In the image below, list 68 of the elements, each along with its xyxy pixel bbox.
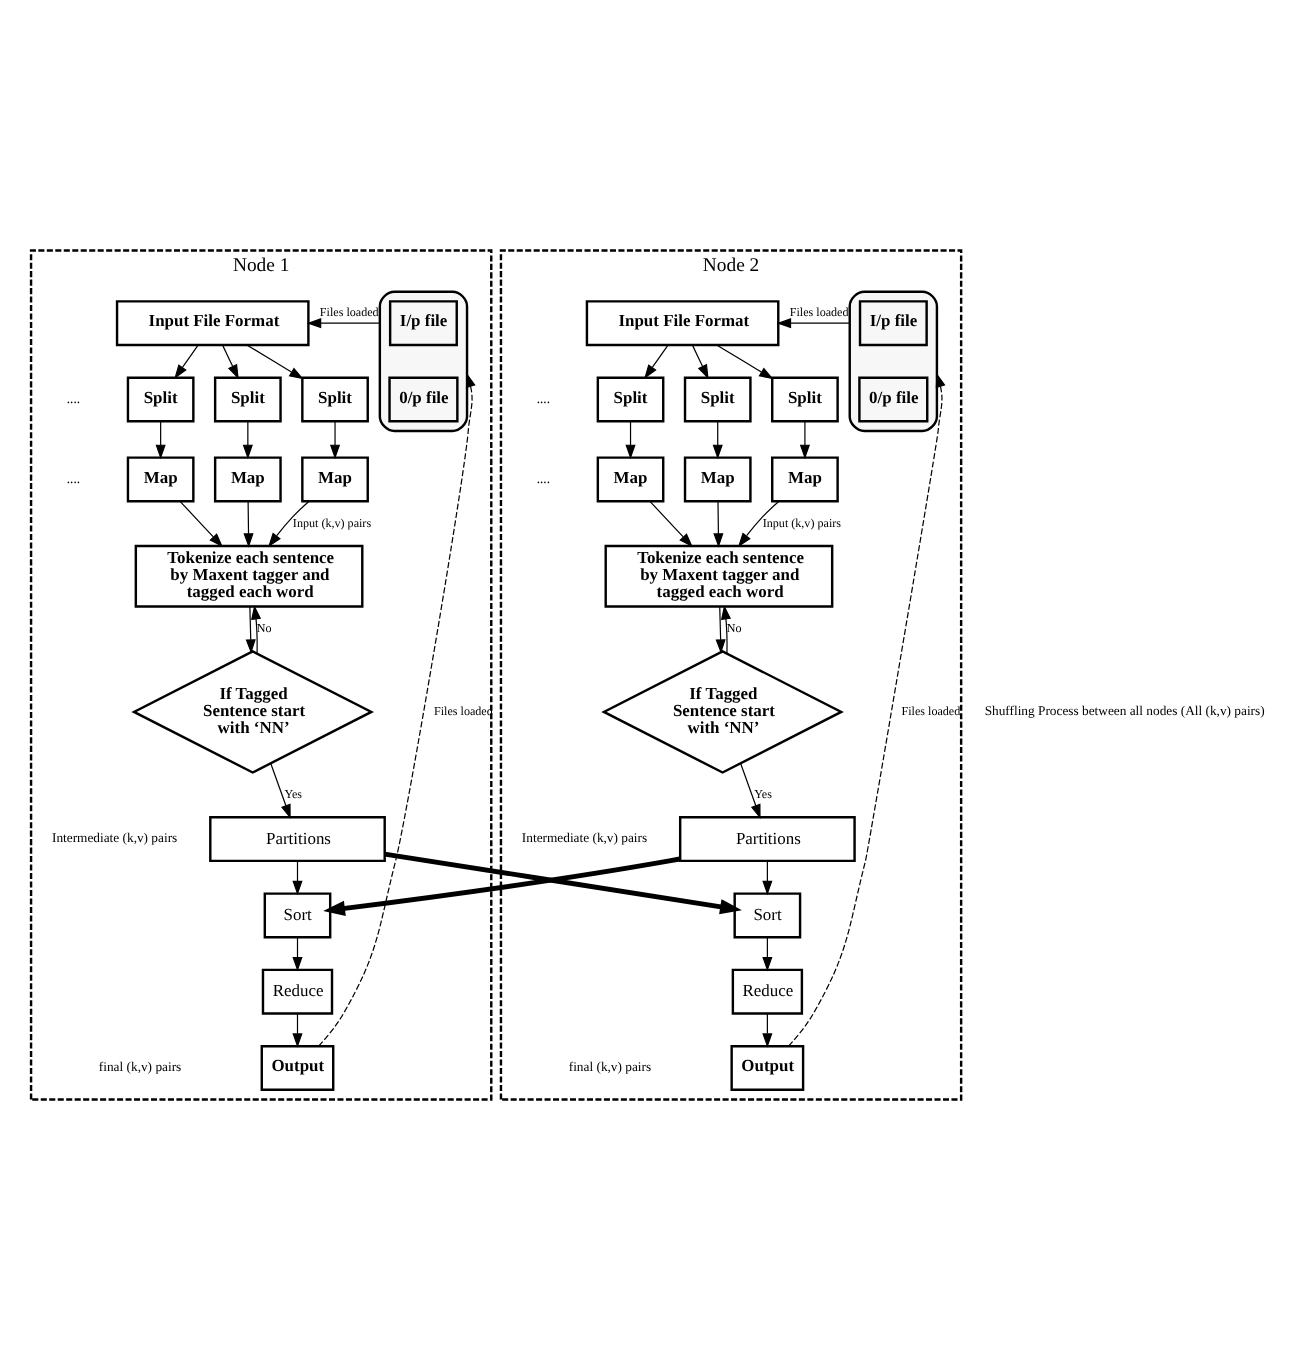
node-box: Reduce — [731, 968, 804, 1015]
arrow — [740, 762, 761, 819]
arrow — [292, 860, 303, 896]
arrow — [270, 762, 291, 819]
node-box: Map — [301, 456, 369, 503]
arrow — [762, 1013, 773, 1048]
arrow — [179, 501, 224, 548]
node-box: Split — [301, 376, 369, 423]
node-box: Tokenize each sentence by Maxent tagger and tagged each word — [134, 544, 364, 608]
arrow — [155, 420, 166, 460]
arrow — [292, 936, 303, 972]
node-box: I/p file — [388, 300, 458, 347]
node-box: Sort — [263, 892, 332, 939]
arrow — [720, 605, 731, 655]
arrow — [329, 420, 341, 460]
node-box: Map — [213, 456, 282, 503]
node-box: Split — [596, 376, 665, 423]
node-box: Map — [596, 456, 665, 503]
node-box: 0/p file — [858, 376, 929, 423]
node-box: Tokenize each sentence by Maxent tagger and tagged each word — [604, 544, 834, 608]
node-box: 0/p file — [388, 376, 459, 423]
node-box: Input File Format — [115, 300, 310, 347]
arrow — [243, 501, 254, 548]
node-box: Partitions — [209, 816, 386, 863]
node-diamond: If Tagged Sentence start with ‘NN’ — [601, 650, 844, 774]
arrow — [245, 606, 256, 654]
arrow — [644, 344, 669, 379]
arrow — [762, 860, 773, 896]
arrow — [799, 420, 810, 460]
arrow — [306, 318, 381, 329]
arrow — [691, 344, 709, 380]
node-box: Reduce — [261, 968, 334, 1015]
node-box: I/p file — [858, 300, 928, 347]
arrow — [251, 605, 262, 655]
node-box: Partitions — [678, 816, 856, 863]
node-box: Sort — [733, 892, 802, 939]
cluster — [848, 290, 939, 433]
arrow — [268, 500, 310, 548]
node-box: Output — [730, 1044, 805, 1091]
cluster — [378, 290, 469, 433]
node-box: Map — [683, 456, 752, 503]
node-box: Split — [126, 376, 195, 423]
node-box: Split — [683, 376, 752, 423]
arrow — [776, 318, 851, 329]
arrow — [292, 1013, 303, 1048]
arrow — [649, 501, 693, 548]
arrow — [174, 344, 199, 379]
arrow — [625, 420, 636, 460]
arrow — [715, 606, 726, 654]
node-box: Output — [260, 1044, 335, 1091]
node-box: Map — [771, 456, 839, 503]
node-diamond: If Tagged Sentence start with ‘NN’ — [131, 650, 375, 774]
arrow — [318, 372, 476, 1047]
arrow — [246, 344, 304, 380]
arrow — [762, 936, 773, 972]
node-box: Map — [126, 456, 195, 503]
arrow — [737, 500, 780, 548]
arrow — [384, 851, 742, 915]
arrow — [712, 420, 723, 460]
arrow — [713, 501, 724, 548]
arrow — [242, 420, 253, 460]
arrow — [222, 344, 239, 380]
node-box: Split — [771, 376, 839, 423]
arrow — [323, 856, 681, 916]
arrow — [716, 344, 774, 380]
node-box: Split — [213, 376, 282, 423]
node-box: Input File Format — [585, 300, 780, 347]
arrow — [788, 372, 946, 1047]
